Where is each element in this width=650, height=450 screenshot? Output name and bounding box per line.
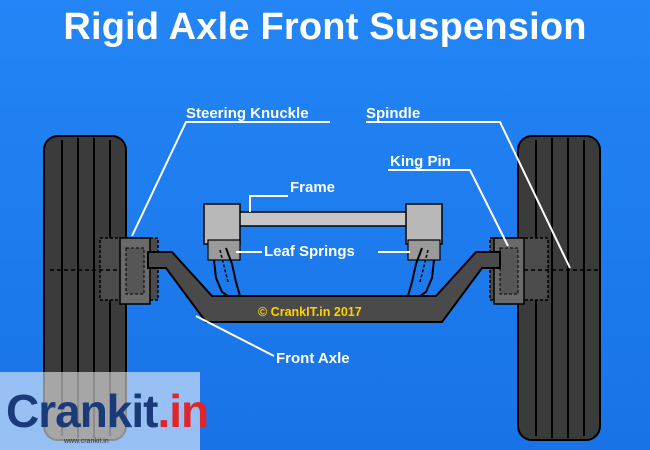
copyright-text: © CrankIT.in 2017 (258, 305, 362, 319)
page-title: Rigid Axle Front Suspension (63, 6, 587, 48)
front-axle (147, 251, 501, 323)
watermark-box (0, 372, 200, 450)
label-frame: Frame (290, 179, 335, 196)
steering-knuckle-right (493, 237, 525, 305)
watermark-url: www.crankit.in (64, 438, 109, 445)
leaf-spring-right (407, 239, 441, 297)
label-spindle: Spindle (366, 105, 420, 122)
label-steering-knuckle: Steering Knuckle (186, 105, 309, 122)
watermark-brand: Crankit (6, 385, 158, 437)
watermark-logo: Crankit.in (6, 384, 209, 438)
steering-knuckle-left (119, 237, 151, 305)
label-leaf-springs: Leaf Springs (264, 243, 355, 260)
frame (203, 203, 443, 245)
label-king-pin: King Pin (390, 153, 451, 170)
watermark-suffix: .in (157, 385, 209, 437)
label-front-axle: Front Axle (276, 350, 350, 367)
leader-lines (131, 121, 571, 357)
leaf-spring-left (207, 239, 241, 297)
